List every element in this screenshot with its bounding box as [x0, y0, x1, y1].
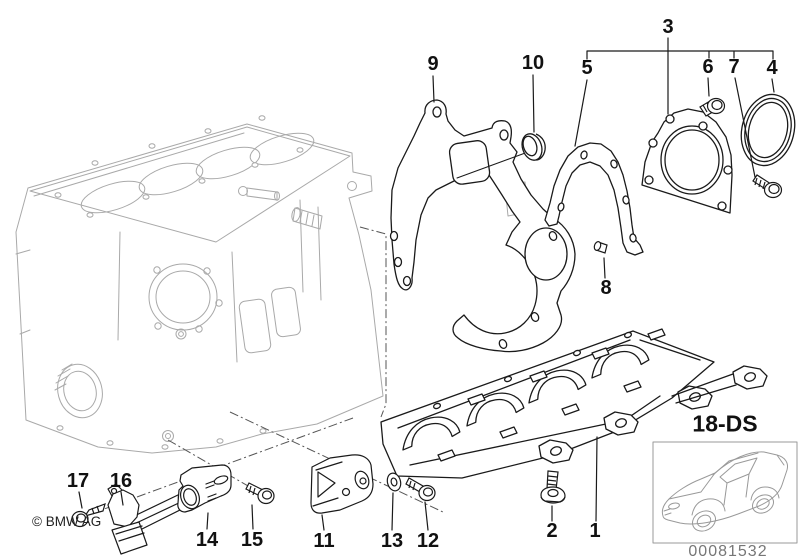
callout-label-6: 6	[702, 56, 714, 78]
callout-label-10: 10	[521, 52, 545, 74]
callout-label-11: 11	[313, 530, 335, 552]
callout-label-15: 15	[240, 529, 264, 551]
callout-label-2: 2	[546, 520, 558, 542]
screw-part-2	[540, 470, 566, 504]
timing-gasket-part-9	[389, 99, 576, 353]
callout-label-8: 8	[600, 277, 612, 299]
callout-label-13: 13	[380, 530, 404, 552]
callout-label-1: 1	[589, 520, 601, 542]
callout-label-16: 16	[109, 470, 133, 492]
callout-label-9: 9	[427, 53, 439, 75]
crankshaft-sensor-part-16	[107, 483, 189, 555]
leader-lines	[78, 37, 775, 531]
assembly-axis-lines	[84, 226, 444, 517]
bolt-part-17	[71, 503, 106, 528]
bedplate-part-1	[380, 328, 768, 479]
bracket-part-11	[310, 454, 374, 514]
callout-label-5: 5	[581, 57, 593, 79]
callout-label-3: 3	[662, 16, 674, 38]
bolt-part-12	[405, 477, 436, 502]
cup-plug-part-10	[521, 133, 546, 161]
car-thumbnail-box	[652, 441, 798, 544]
seal-ring-part-4	[740, 93, 796, 167]
copyright-text: © BMW AG	[32, 514, 102, 529]
callout-label-7: 7	[728, 56, 740, 78]
arch-gasket-part-5	[544, 142, 644, 256]
bolt-part-15	[245, 482, 275, 505]
callout-label-4: 4	[766, 57, 778, 79]
section-code-label: 18-DS	[692, 410, 758, 437]
car-thumbnail	[652, 441, 798, 544]
image-number-text: 00081532	[688, 543, 768, 559]
callout-label-12: 12	[416, 530, 440, 552]
dowel-part-8	[593, 241, 608, 254]
seal-housing-part-3	[641, 108, 733, 214]
bracket-part-14	[177, 464, 232, 513]
callout-label-14: 14	[195, 529, 219, 551]
bolt-part-6	[699, 97, 726, 117]
washer-part-13	[386, 472, 402, 492]
bolt-part-7	[752, 174, 783, 199]
callout-label-17: 17	[66, 470, 90, 492]
